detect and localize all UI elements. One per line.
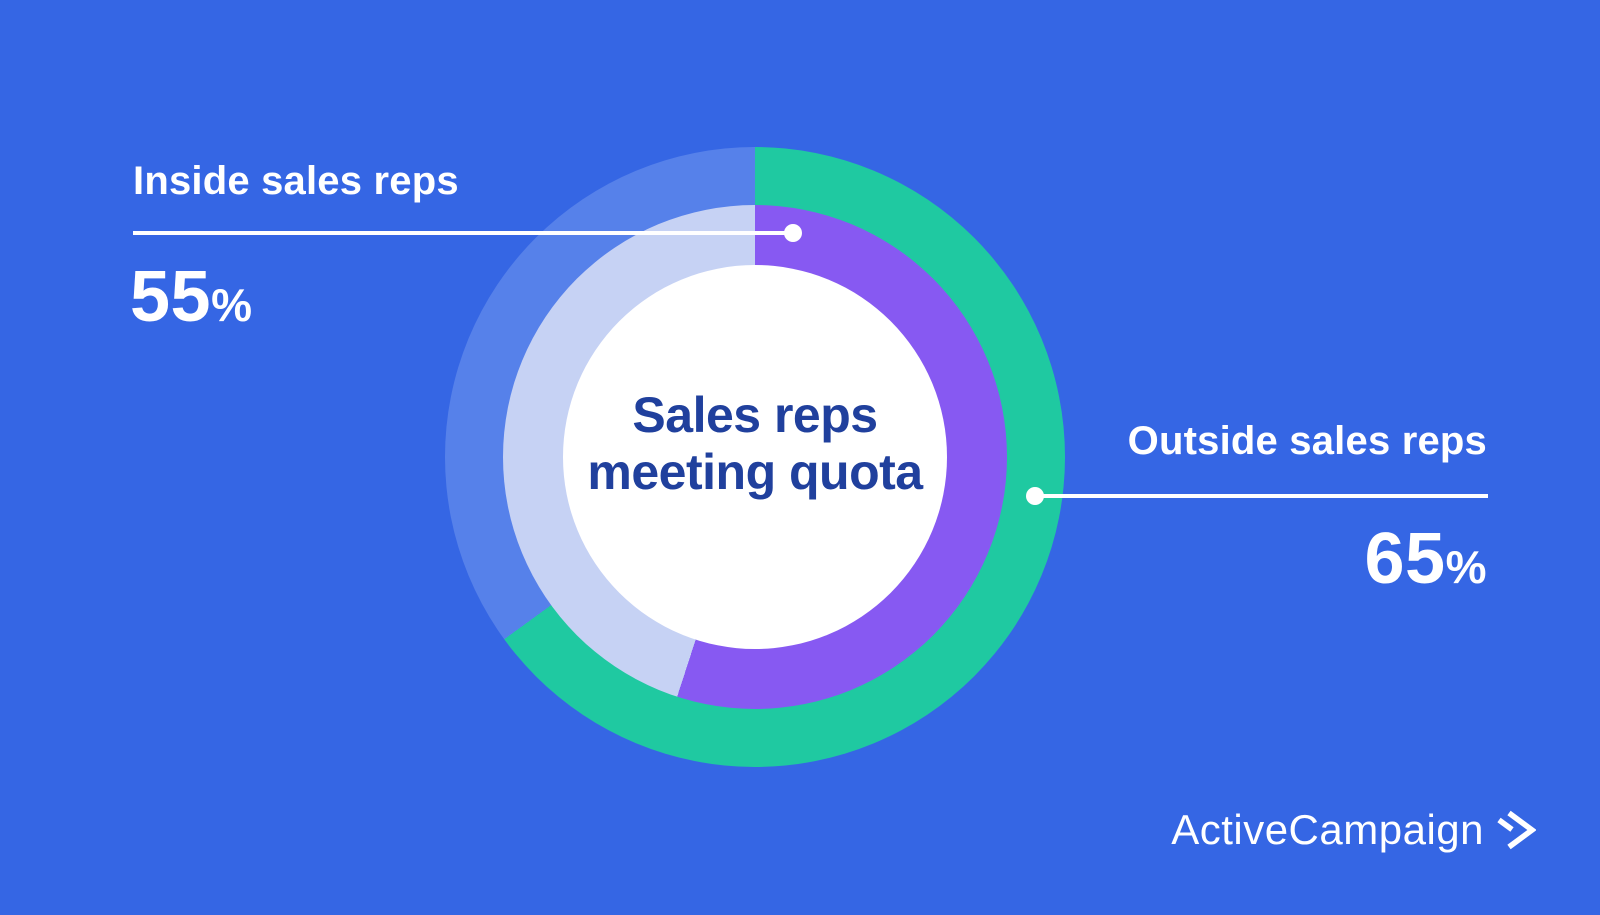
- inside-sales-value-unit: %: [211, 279, 253, 331]
- chart-title-line2: meeting quota: [587, 444, 923, 500]
- outside-sales-value-number: 65: [1364, 519, 1446, 599]
- outside-sales-label: Outside sales reps: [1127, 419, 1487, 463]
- outside-leader-dot: [1026, 487, 1044, 505]
- donut-center-circle: Sales reps meeting quota: [563, 265, 947, 649]
- inside-leader-dot: [784, 224, 802, 242]
- inside-sales-value: 55%: [130, 256, 253, 338]
- inside-sales-value-number: 55: [130, 257, 212, 337]
- inside-sales-label: Inside sales reps: [133, 159, 459, 203]
- activecampaign-logo-text: ActiveCampaign: [1171, 806, 1484, 853]
- inside-leader-line: [133, 231, 785, 235]
- outside-sales-value: 65%: [1365, 518, 1488, 600]
- chevron-right-icon: [1496, 807, 1536, 853]
- chart-title-line1: Sales reps: [632, 387, 878, 443]
- outside-leader-line: [1035, 494, 1488, 498]
- chart-title: Sales reps meeting quota: [587, 387, 923, 501]
- outside-sales-value-unit: %: [1445, 541, 1487, 593]
- activecampaign-logo: ActiveCampaign: [1171, 806, 1536, 854]
